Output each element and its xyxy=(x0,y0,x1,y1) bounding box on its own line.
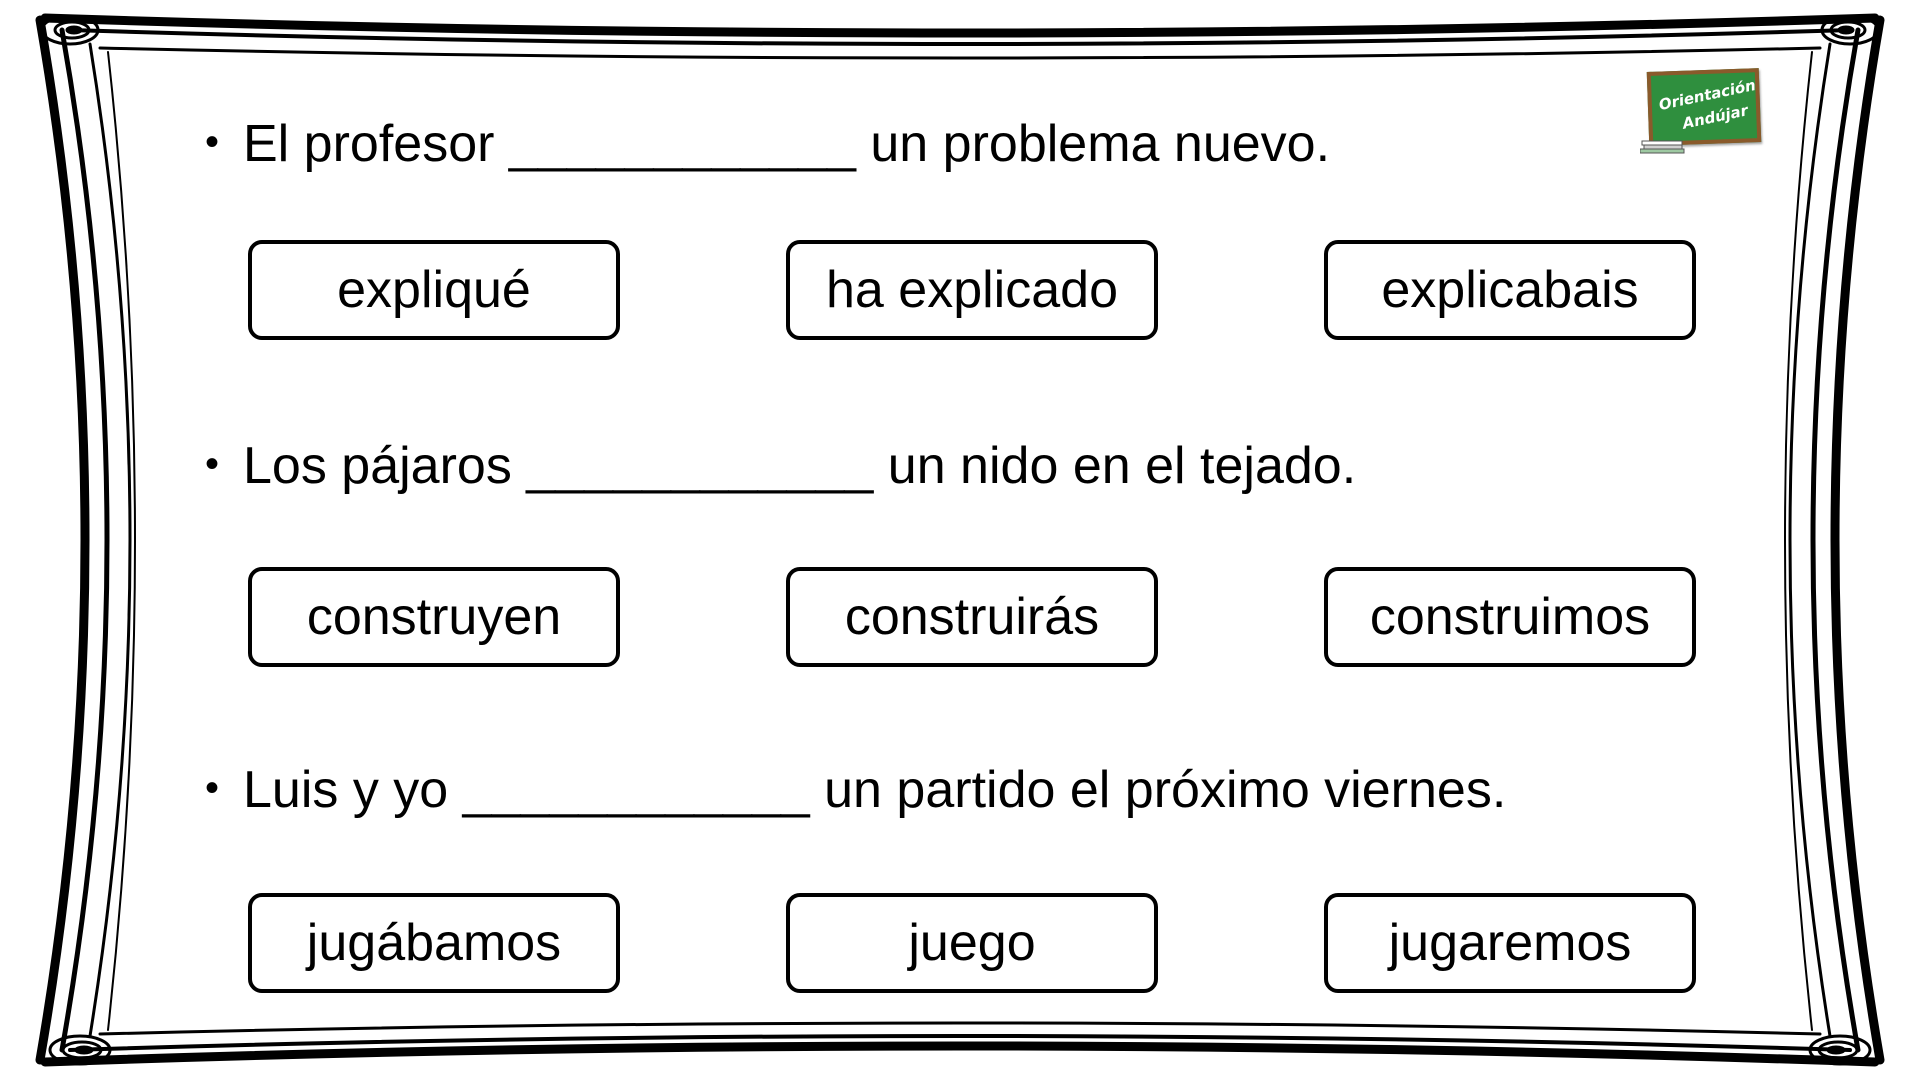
exercise-2-options: construyen construirás construimos xyxy=(248,567,1708,671)
exercise-2-option-2[interactable]: construirás xyxy=(786,567,1158,667)
exercise-2-text: Los pájaros ____________ un nido en el t… xyxy=(243,437,1357,495)
bullet-icon: • xyxy=(205,120,220,164)
exercise-3-option-2[interactable]: juego xyxy=(786,893,1158,993)
exercise-1-option-2[interactable]: ha explicado xyxy=(786,240,1158,340)
exercise-2-option-3[interactable]: construimos xyxy=(1324,567,1696,667)
exercise-1-sentence: • El profesor ____________ un problema nu… xyxy=(205,118,1330,170)
exercise-3-options: jugábamos juego jugaremos xyxy=(248,893,1708,997)
exercise-1-option-3[interactable]: explicabais xyxy=(1324,240,1696,340)
exercise-2-sentence: • Los pájaros ____________ un nido en el … xyxy=(205,440,1356,492)
exercise-1-options: expliqué ha explicado explicabais xyxy=(248,240,1708,344)
exercise-1-option-1[interactable]: expliqué xyxy=(248,240,620,340)
exercise-3-sentence: • Luis y yo ____________ un partido el pr… xyxy=(205,764,1506,816)
bullet-icon: • xyxy=(205,442,220,486)
exercise-3-text: Luis y yo ____________ un partido el pró… xyxy=(243,761,1507,819)
bullet-icon: • xyxy=(205,766,220,810)
exercise-3-option-3[interactable]: jugaremos xyxy=(1324,893,1696,993)
exercise-2-option-1[interactable]: construyen xyxy=(248,567,620,667)
exercise-3-option-1[interactable]: jugábamos xyxy=(248,893,620,993)
books-icon xyxy=(1640,140,1685,154)
exercise-1-text: El profesor ____________ un problema nue… xyxy=(243,115,1331,173)
orientacion-andujar-logo: Orientación Andújar xyxy=(1640,68,1770,158)
